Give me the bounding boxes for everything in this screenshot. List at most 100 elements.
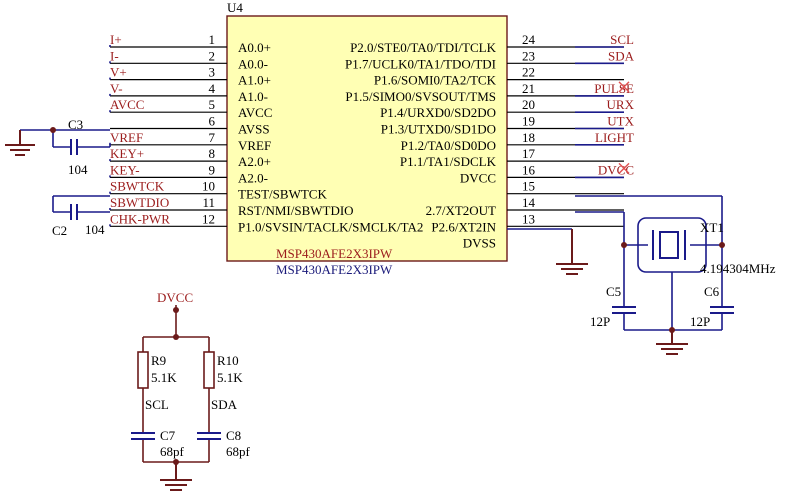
- r10-ref: R10: [217, 353, 239, 368]
- pin-number: 10: [202, 179, 215, 194]
- pin-name: RST/NMI/SBWTDIO: [238, 203, 354, 218]
- pin-2[interactable]: 2A0.0-I-: [109, 48, 268, 71]
- pin-number: 12: [202, 211, 215, 226]
- net-label: V+: [110, 65, 127, 80]
- pin-name: P1.0/SVSIN/TACLK/SMCLK/TA2: [238, 219, 423, 234]
- r9-ref: R9: [151, 353, 166, 368]
- net-label: I+: [110, 32, 122, 47]
- junction-dot: [50, 127, 56, 133]
- r9-body[interactable]: [137, 351, 149, 389]
- r9-value: 5.1K: [151, 370, 177, 385]
- pin-14[interactable]: 142.7/XT2OUT: [426, 195, 624, 218]
- xtal-wiring: [507, 195, 734, 355]
- pin-number: 19: [522, 114, 535, 129]
- c5-value: 12P: [590, 314, 610, 329]
- pin-15[interactable]: 15: [507, 179, 624, 195]
- pin-name: A0.0+: [238, 40, 271, 55]
- net-label: KEY+: [110, 146, 144, 161]
- pin-name: AVCC: [238, 105, 272, 120]
- pin-name: P2.0/STE0/TA0/TDI/TCLK: [350, 40, 497, 55]
- pullup-net-label: DVCC: [157, 290, 193, 305]
- pin-number: 11: [202, 195, 215, 210]
- net-label: DVCC: [598, 162, 634, 177]
- c5-ref: C5: [606, 284, 621, 299]
- pin-name: A1.0-: [238, 89, 268, 104]
- pin-number: 6: [209, 114, 216, 129]
- chip-body[interactable]: [226, 15, 508, 262]
- pin-name: AVSS: [238, 122, 270, 137]
- c2-ref: C2: [52, 223, 67, 238]
- r10-body[interactable]: [203, 351, 215, 389]
- pin-number: 24: [522, 32, 536, 47]
- net-label: AVCC: [110, 97, 144, 112]
- pin-number: 16: [522, 162, 536, 177]
- pin-name: A1.0+: [238, 73, 271, 88]
- pin-number: 1: [209, 32, 216, 47]
- pin-9[interactable]: 9A2.0-KEY-: [109, 162, 268, 185]
- pin-number: 17: [522, 146, 536, 161]
- pin-name: P1.1/TA1/SDCLK: [400, 154, 497, 169]
- pin-name: P1.5/SIMO0/SVSOUT/TMS: [345, 89, 496, 104]
- c2-network: [52, 195, 110, 220]
- pin-number: 15: [522, 179, 535, 194]
- pin-number: 4: [209, 81, 216, 96]
- pin-name: P1.2/TA0/SD0DO: [401, 138, 496, 153]
- crystal-xt1[interactable]: [637, 217, 707, 273]
- chip-part-blue: MSP430AFE2X3IPW: [276, 262, 393, 277]
- pin-number: 21: [522, 81, 535, 96]
- pin-4[interactable]: 4A1.0- V-: [109, 81, 268, 104]
- c3-ref: C3: [68, 117, 83, 132]
- net-label: SBWTDIO: [110, 195, 169, 210]
- net-label: V-: [110, 81, 123, 96]
- net-label: SBWTCK: [110, 179, 165, 194]
- pin-8[interactable]: 8A2.0+KEY+: [109, 146, 271, 169]
- pin-number: 8: [209, 146, 216, 161]
- c7-ref: C7: [160, 428, 176, 443]
- pin-name: 2.7/XT2OUT: [426, 203, 496, 218]
- pin-number: 3: [209, 65, 216, 80]
- net-label: SCL: [610, 32, 634, 47]
- pin-1[interactable]: 1A0.0+ I+: [109, 32, 271, 55]
- c8-value: 68pf: [226, 444, 251, 459]
- r10-net: SDA: [211, 397, 238, 412]
- c3-value: 104: [68, 162, 88, 177]
- net-label: URX: [607, 97, 635, 112]
- pin-name: P1.4/URXD0/SD2DO: [380, 105, 496, 120]
- pin-name: P2.6/XT2IN: [431, 219, 496, 234]
- pin-number: 9: [209, 162, 216, 177]
- pin-dvss[interactable]: DVSS: [463, 236, 496, 251]
- net-label: PULSE: [594, 81, 634, 96]
- xt1-ref: XT1: [700, 220, 724, 235]
- pin-name: A2.0-: [238, 170, 268, 185]
- pin-number: 18: [522, 130, 535, 145]
- net-label: VREF: [110, 130, 143, 145]
- r9-net: SCL: [145, 397, 169, 412]
- net-label: SDA: [608, 48, 635, 63]
- pin-3[interactable]: 3A1.0+ V+: [109, 65, 271, 88]
- pin-number: 13: [522, 211, 535, 226]
- c3-network: [5, 127, 111, 156]
- chip-part-red: MSP430AFE2X3IPW: [276, 246, 393, 261]
- pin-name: DVSS: [463, 236, 496, 251]
- xt1-value: 4.194304MHz: [700, 261, 776, 276]
- c7-value: 68pf: [160, 444, 185, 459]
- pin-number: 23: [522, 48, 535, 63]
